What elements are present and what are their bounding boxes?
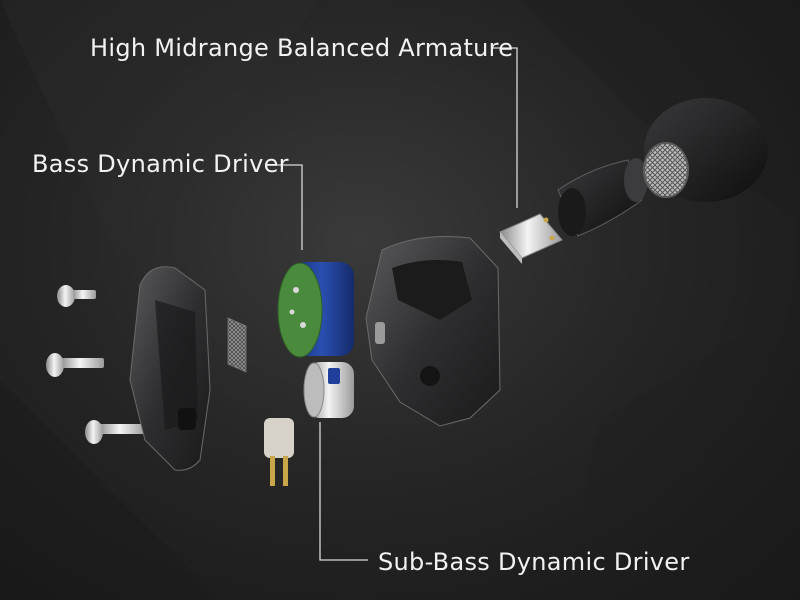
label-bass-dynamic-driver: Bass Dynamic Driver (32, 150, 289, 178)
mesh-filter (227, 317, 247, 373)
main-shell (365, 236, 501, 427)
ear-tip (643, 98, 768, 202)
sub-bass-dynamic-driver (303, 362, 354, 418)
label-sub-bass-dynamic-driver: Sub-Bass Dynamic Driver (378, 548, 690, 576)
sound-nozzle (557, 158, 648, 237)
leader-line-balanced-armature (492, 47, 518, 208)
leader-line-sub-bass-driver (319, 422, 368, 561)
screw-top (57, 285, 96, 307)
screw-bottom (85, 420, 146, 444)
leader-lines (272, 47, 518, 561)
label-balanced-armature: High Midrange Balanced Armature (90, 34, 514, 62)
faceplate (129, 266, 211, 471)
bass-dynamic-driver (277, 262, 354, 358)
balanced-armature (499, 213, 563, 264)
connector-pin (264, 418, 294, 486)
screw-middle (46, 353, 104, 377)
leader-line-bass-driver (272, 164, 303, 250)
